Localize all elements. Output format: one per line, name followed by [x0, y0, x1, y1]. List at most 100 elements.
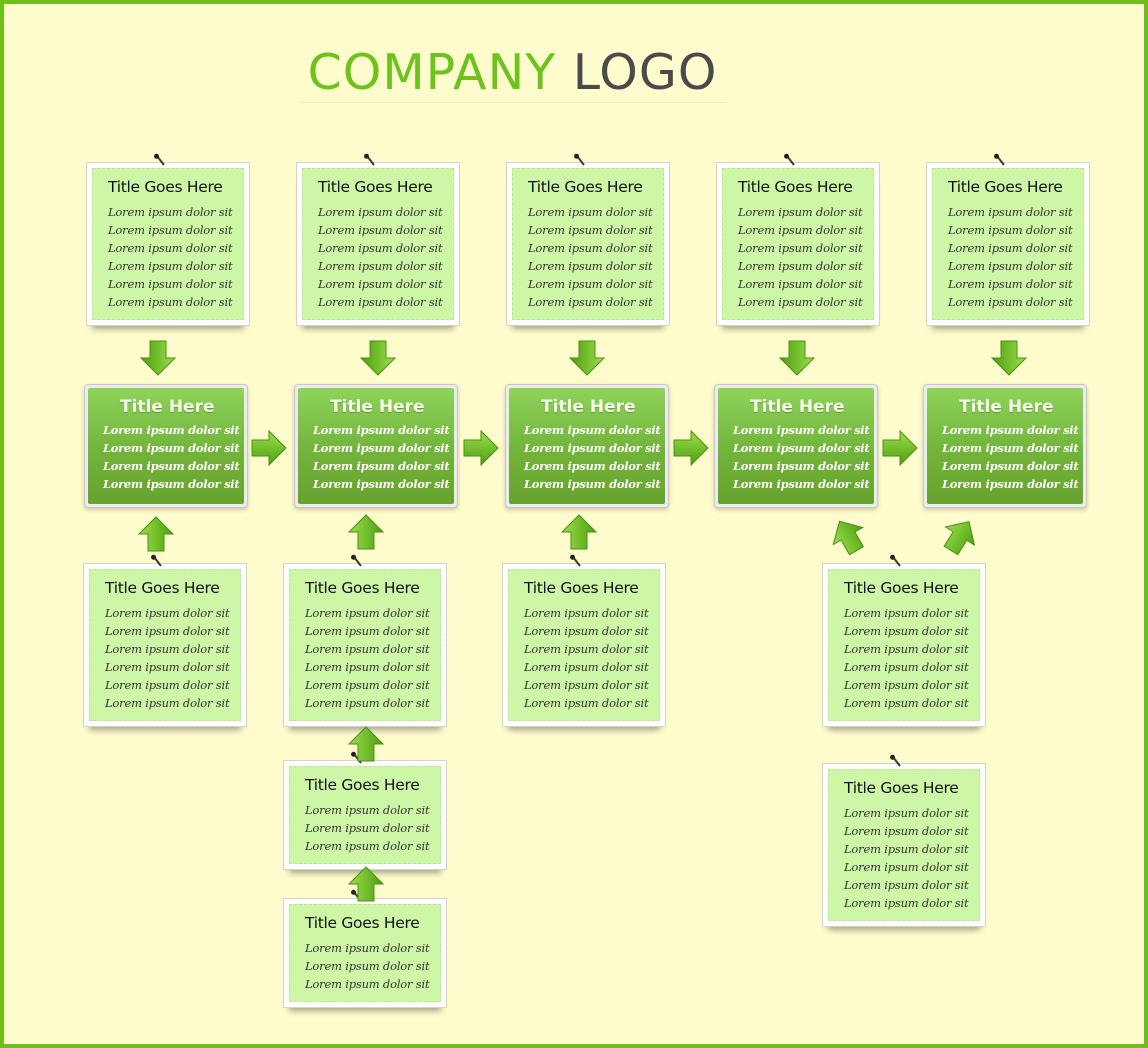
note-title: Title Goes Here [318, 178, 433, 196]
note-text-line: Lorem ipsum dolor sit [524, 642, 649, 656]
note-title: Title Goes Here [524, 579, 639, 597]
note-text-line: Lorem ipsum dolor sit [524, 606, 649, 620]
note-text-line: Lorem ipsum dolor sit [318, 223, 443, 237]
company-logo: COMPANY LOGO [300, 44, 725, 103]
arrow-down-icon [358, 338, 398, 378]
arrow-up-icon [136, 514, 176, 554]
core-title: Title Here [541, 397, 636, 417]
note-text-line: Lorem ipsum dolor sit [528, 205, 653, 219]
note-text-line: Lorem ipsum dolor sit [305, 821, 430, 835]
arrow-up-icon [346, 864, 386, 904]
core-text-line: Lorem ipsum dolor sit [524, 423, 661, 437]
note-text-line: Lorem ipsum dolor sit [738, 223, 863, 237]
note-text-line: Lorem ipsum dolor sit [948, 259, 1073, 273]
note-text-line: Lorem ipsum dolor sit [108, 241, 233, 255]
note-text-line: Lorem ipsum dolor sit [844, 606, 969, 620]
note-text-line: Lorem ipsum dolor sit [108, 295, 233, 309]
core-text-line: Lorem ipsum dolor sit [942, 441, 1079, 455]
arrow-right-icon [880, 428, 920, 468]
core-title: Title Here [330, 397, 425, 417]
note-text-line: Lorem ipsum dolor sit [305, 941, 430, 955]
note-text-line: Lorem ipsum dolor sit [524, 624, 649, 638]
note-text-line: Lorem ipsum dolor sit [738, 277, 863, 291]
core-text-line: Lorem ipsum dolor sit [524, 441, 661, 455]
note-text-line: Lorem ipsum dolor sit [318, 277, 443, 291]
note-text-line: Lorem ipsum dolor sit [305, 624, 430, 638]
note-text-line: Lorem ipsum dolor sit [318, 295, 443, 309]
core-text-line: Lorem ipsum dolor sit [733, 459, 870, 473]
note-text-line: Lorem ipsum dolor sit [528, 259, 653, 273]
core-text-line: Lorem ipsum dolor sit [733, 423, 870, 437]
note-text-line: Lorem ipsum dolor sit [738, 205, 863, 219]
arrow-up-icon [346, 724, 386, 764]
note-text-line: Lorem ipsum dolor sit [305, 839, 430, 853]
core-text-line: Lorem ipsum dolor sit [524, 477, 661, 491]
core-text-line: Lorem ipsum dolor sit [942, 459, 1079, 473]
core-text-line: Lorem ipsum dolor sit [103, 423, 240, 437]
note-text-line: Lorem ipsum dolor sit [948, 223, 1073, 237]
arrow-up-right-icon [940, 516, 980, 556]
note-text-line: Lorem ipsum dolor sit [948, 241, 1073, 255]
note-text-line: Lorem ipsum dolor sit [105, 678, 230, 692]
arrow-up-icon [559, 512, 599, 552]
note-text-line: Lorem ipsum dolor sit [738, 295, 863, 309]
core-text-line: Lorem ipsum dolor sit [103, 441, 240, 455]
note-title: Title Goes Here [108, 178, 223, 196]
note-text-line: Lorem ipsum dolor sit [524, 678, 649, 692]
core-text-line: Lorem ipsum dolor sit [103, 477, 240, 491]
note-text-line: Lorem ipsum dolor sit [305, 606, 430, 620]
note-title: Title Goes Here [305, 579, 420, 597]
note-text-line: Lorem ipsum dolor sit [844, 860, 969, 874]
note-text-line: Lorem ipsum dolor sit [305, 678, 430, 692]
note-title: Title Goes Here [305, 776, 420, 794]
note-text-line: Lorem ipsum dolor sit [844, 624, 969, 638]
note-title: Title Goes Here [948, 178, 1063, 196]
note-text-line: Lorem ipsum dolor sit [318, 259, 443, 273]
note-title: Title Goes Here [844, 779, 959, 797]
core-text-line: Lorem ipsum dolor sit [733, 441, 870, 455]
note-title: Title Goes Here [305, 914, 420, 932]
note-title: Title Goes Here [528, 178, 643, 196]
note-text-line: Lorem ipsum dolor sit [948, 205, 1073, 219]
note-title: Title Goes Here [105, 579, 220, 597]
note-text-line: Lorem ipsum dolor sit [524, 660, 649, 674]
note-text-line: Lorem ipsum dolor sit [844, 806, 969, 820]
note-text-line: Lorem ipsum dolor sit [105, 606, 230, 620]
note-text-line: Lorem ipsum dolor sit [844, 678, 969, 692]
note-text-line: Lorem ipsum dolor sit [528, 241, 653, 255]
note-text-line: Lorem ipsum dolor sit [305, 959, 430, 973]
note-text-line: Lorem ipsum dolor sit [844, 842, 969, 856]
core-title: Title Here [750, 397, 845, 417]
note-text-line: Lorem ipsum dolor sit [105, 642, 230, 656]
note-text-line: Lorem ipsum dolor sit [108, 259, 233, 273]
arrow-up-left-icon [828, 516, 868, 556]
note-text-line: Lorem ipsum dolor sit [524, 696, 649, 710]
core-text-line: Lorem ipsum dolor sit [524, 459, 661, 473]
note-text-line: Lorem ipsum dolor sit [108, 205, 233, 219]
note-text-line: Lorem ipsum dolor sit [844, 878, 969, 892]
note-text-line: Lorem ipsum dolor sit [305, 642, 430, 656]
arrow-right-icon [671, 428, 711, 468]
core-text-line: Lorem ipsum dolor sit [942, 477, 1079, 491]
note-text-line: Lorem ipsum dolor sit [105, 660, 230, 674]
core-text-line: Lorem ipsum dolor sit [942, 423, 1079, 437]
arrow-down-icon [138, 338, 178, 378]
note-text-line: Lorem ipsum dolor sit [318, 241, 443, 255]
note-text-line: Lorem ipsum dolor sit [844, 896, 969, 910]
core-text-line: Lorem ipsum dolor sit [313, 441, 450, 455]
core-title: Title Here [959, 397, 1054, 417]
